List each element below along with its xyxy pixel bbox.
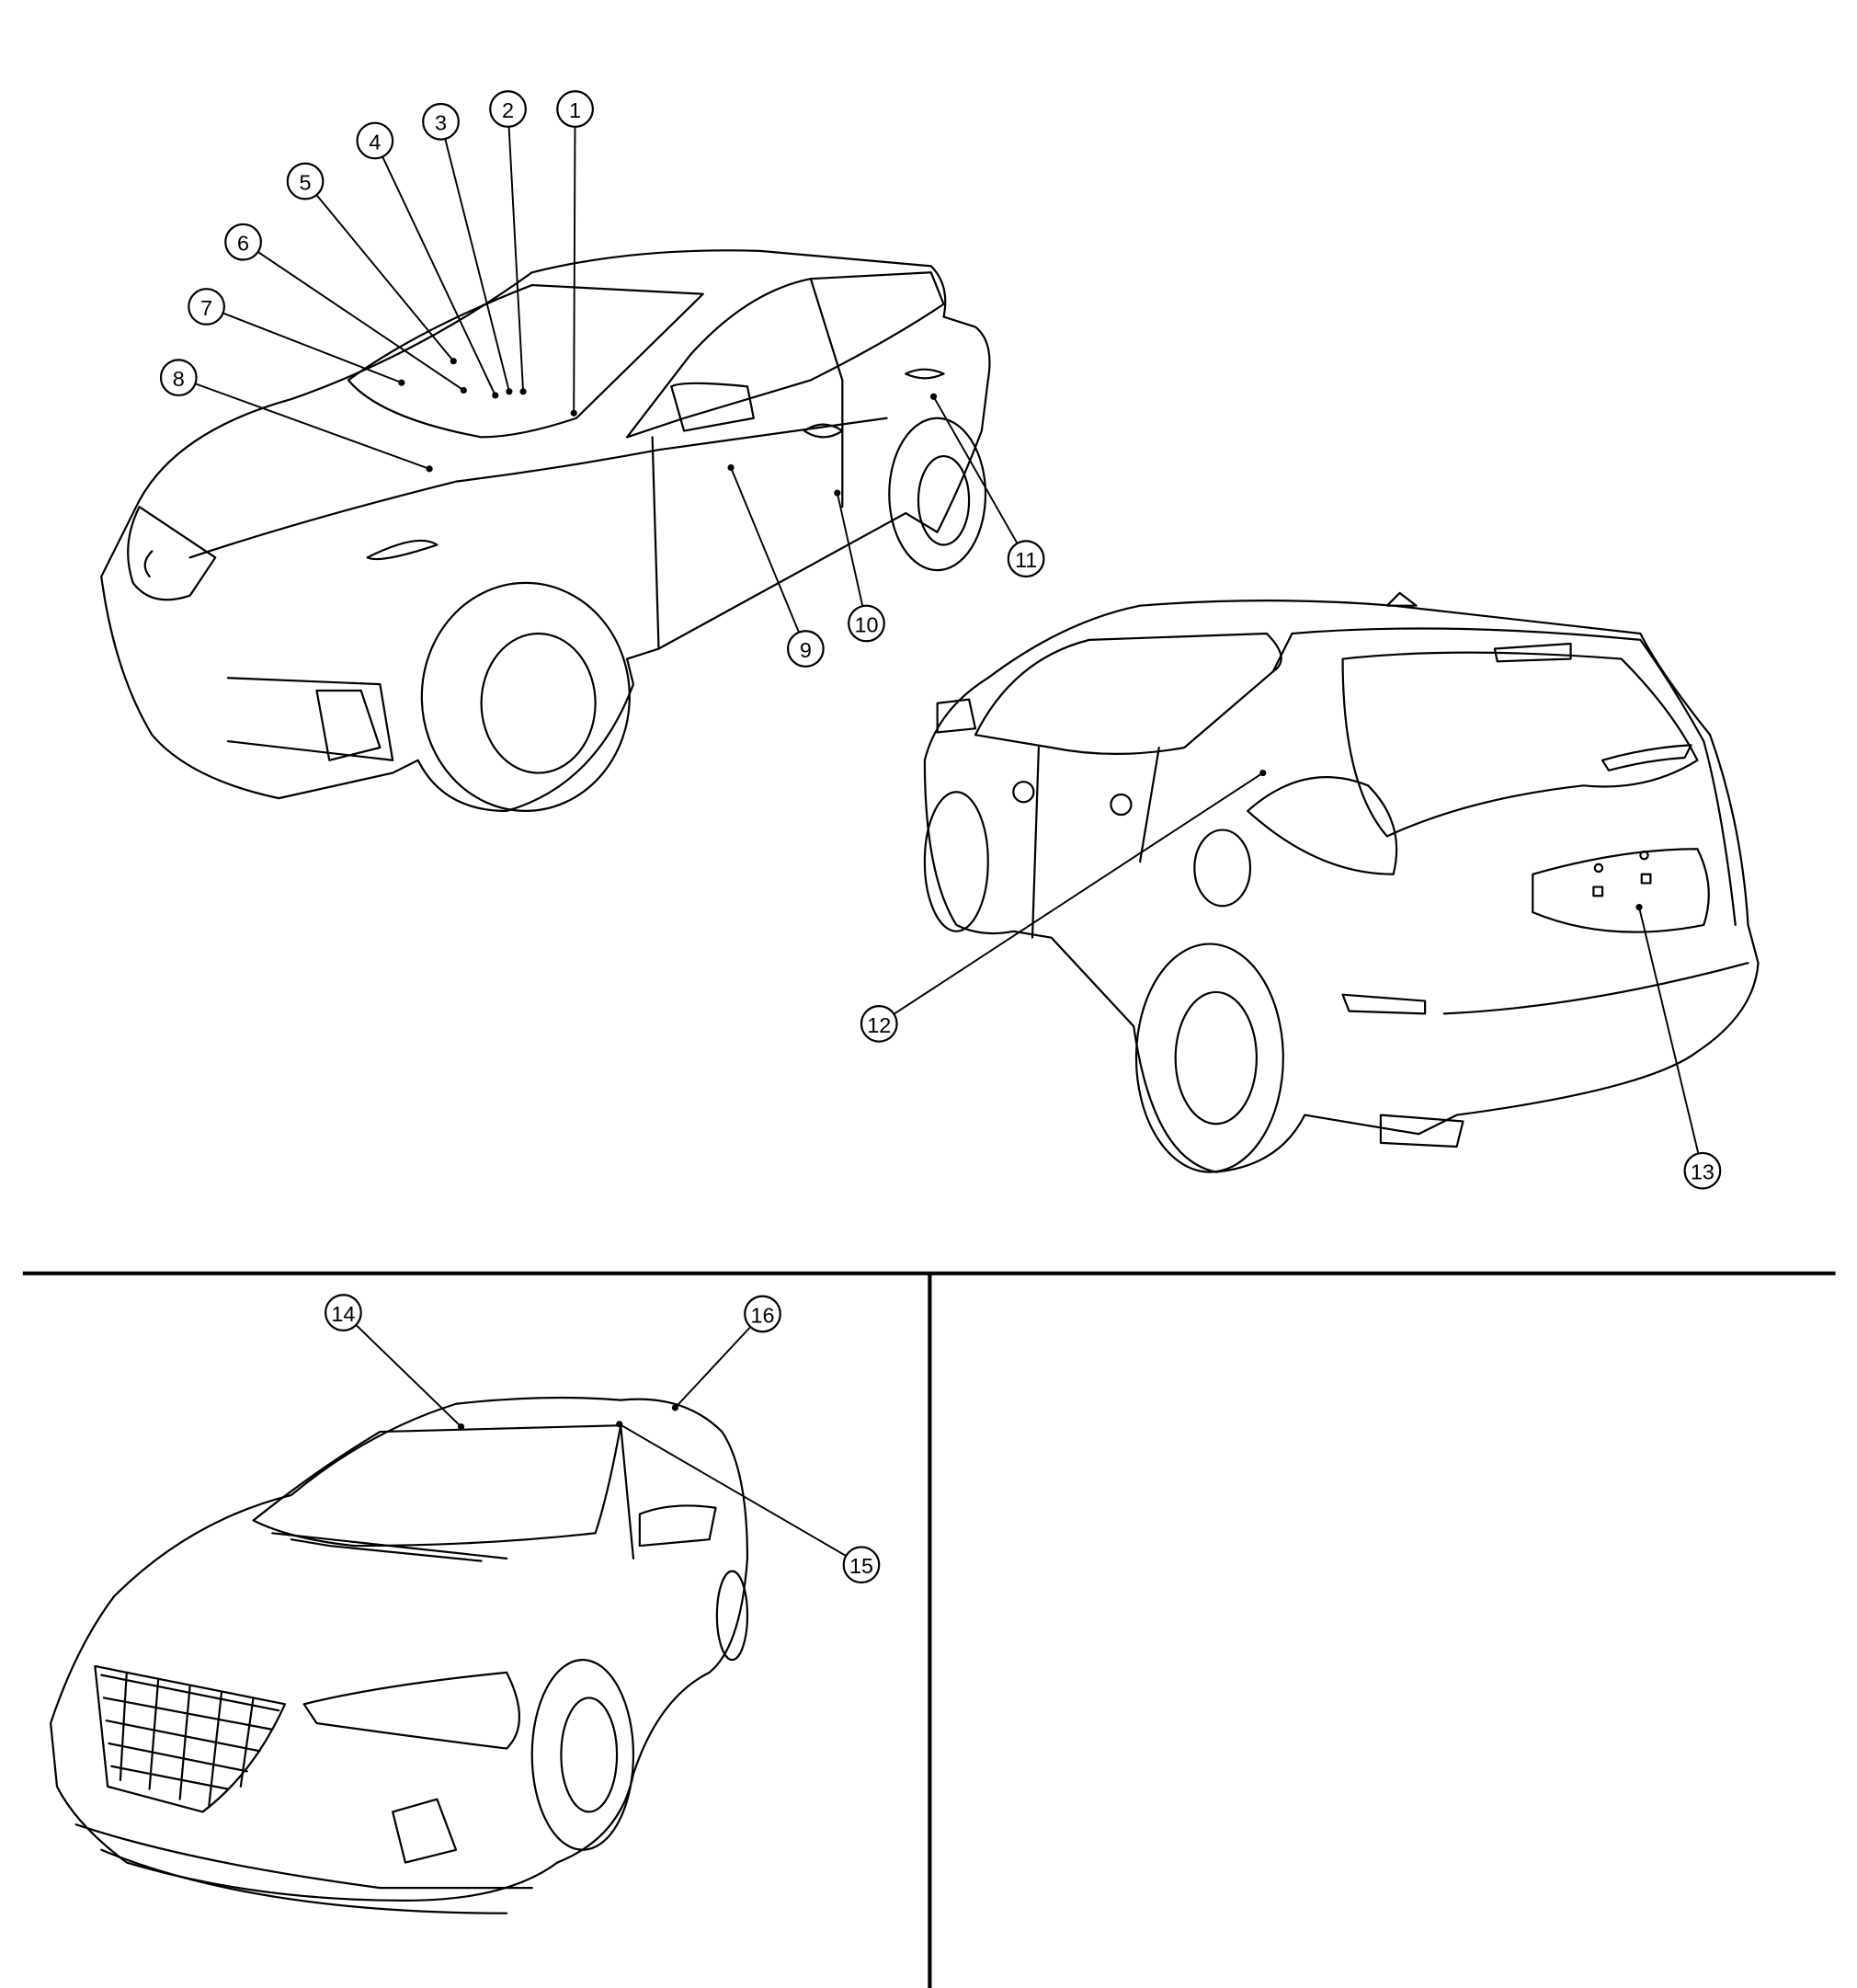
callout-number: 15 (849, 1554, 873, 1578)
location-dot (426, 465, 433, 473)
leader-line (836, 492, 864, 607)
location-dot (570, 409, 577, 417)
leader-line (222, 312, 403, 384)
callout-circle (489, 90, 527, 128)
location-dot (1635, 904, 1643, 911)
callout-6: 6 (224, 223, 467, 394)
leader-line (893, 771, 1264, 1015)
callout-circle (744, 1295, 781, 1333)
leader-line (507, 126, 525, 392)
leader-line (257, 251, 464, 392)
callout-circle (356, 121, 394, 160)
callout-5: 5 (286, 162, 457, 365)
location-dot (506, 388, 513, 395)
car-front-side-view (100, 249, 991, 812)
callout-circle (1683, 1151, 1722, 1190)
callout-15: 15 (616, 1421, 881, 1584)
callout-circle (1007, 540, 1045, 578)
location-dot (460, 386, 467, 394)
callout-number: 9 (800, 638, 812, 662)
callout-10: 10 (834, 489, 885, 643)
callout-9: 9 (727, 463, 825, 668)
leader-line (195, 383, 430, 470)
location-dot (1259, 769, 1267, 777)
callout-number: 11 (1015, 548, 1037, 572)
callout-number: 10 (854, 612, 878, 636)
leader-line (730, 467, 800, 634)
callout-circle (786, 630, 825, 668)
callout-circle (422, 102, 460, 141)
location-dot (492, 392, 499, 399)
location-dot (671, 1404, 679, 1411)
callout-number: 5 (300, 170, 312, 194)
callout-13: 13 (1635, 904, 1722, 1190)
callout-number: 4 (369, 130, 381, 154)
callout-7: 7 (188, 288, 405, 386)
callout-circle (224, 223, 262, 261)
callout-3: 3 (422, 102, 513, 395)
location-dot (616, 1421, 623, 1428)
location-dot (398, 379, 405, 386)
location-dot (834, 489, 841, 497)
callout-circle (325, 1294, 362, 1331)
callout-number: 8 (173, 367, 185, 391)
callout-number: 2 (502, 98, 514, 122)
callout-number: 6 (237, 232, 249, 256)
callout-circle (860, 1004, 898, 1043)
location-dot (457, 1422, 465, 1431)
callout-4: 4 (356, 121, 499, 399)
leader-line (674, 1326, 752, 1409)
car-rear-view (923, 591, 1760, 1173)
location-dot (450, 358, 457, 365)
callout-number: 12 (867, 1013, 891, 1037)
leader-line (619, 1422, 847, 1557)
callout-circle (286, 162, 325, 200)
callout-number: 1 (569, 98, 581, 122)
callout-11: 11 (929, 393, 1045, 578)
callout-number: 13 (1691, 1160, 1715, 1184)
leader-line (932, 395, 1019, 544)
location-dot (727, 463, 735, 472)
callout-number: 14 (331, 1302, 355, 1326)
leader-line (382, 156, 496, 396)
callout-number: 7 (200, 296, 212, 320)
leader-line (444, 138, 510, 393)
callout-circle (842, 1546, 881, 1584)
leader-line (1638, 907, 1700, 1154)
callout-number: 16 (750, 1303, 774, 1327)
callout-circle (188, 288, 225, 326)
callout-circle (848, 604, 885, 643)
callout-2: 2 (489, 90, 527, 395)
callout-circle (159, 359, 198, 397)
leader-line (315, 194, 455, 362)
leader-line (355, 1324, 462, 1428)
location-dot (929, 393, 938, 400)
callout-8: 8 (159, 359, 433, 473)
leader-line (573, 126, 576, 414)
grille-mesh (100, 1671, 280, 1807)
callout-16: 16 (671, 1295, 781, 1411)
callout-1: 1 (556, 90, 594, 417)
callout-14: 14 (325, 1294, 465, 1431)
location-dot (519, 388, 527, 395)
callout-12: 12 (860, 769, 1267, 1043)
car-front-view (50, 1396, 749, 1914)
callout-number: 3 (435, 111, 447, 135)
callout-circle (556, 90, 594, 128)
